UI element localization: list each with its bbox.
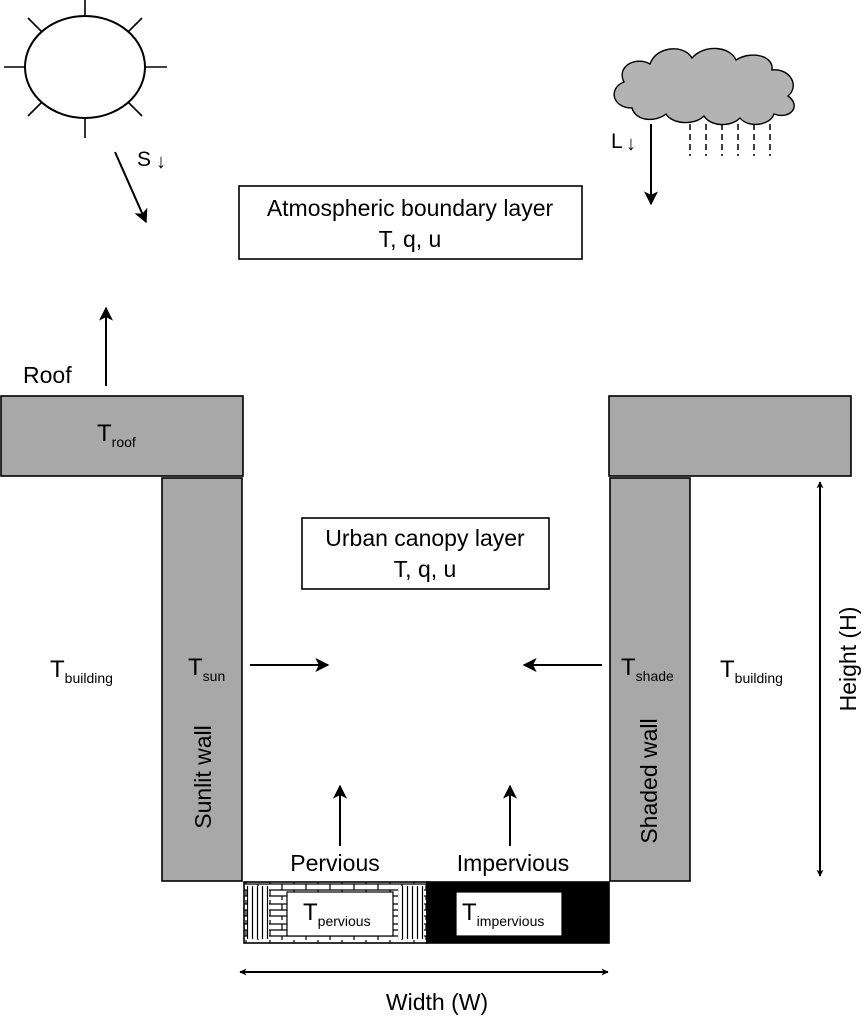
shortwave-arrow bbox=[114, 151, 148, 224]
width-label: Width (W) bbox=[386, 989, 488, 1015]
longwave-down-glyph: ↓ bbox=[626, 133, 636, 155]
pervious-temp-box bbox=[286, 891, 394, 937]
building-temperature-right: Tbuilding bbox=[720, 656, 783, 686]
impervious-temp-box bbox=[455, 891, 563, 937]
roof-temperature: Troof bbox=[97, 420, 136, 450]
left-roof bbox=[0, 395, 244, 477]
height-label: Height (H) bbox=[835, 607, 861, 712]
cloud-icon bbox=[613, 47, 795, 126]
boundary-layer-vars: T, q, u bbox=[379, 226, 442, 252]
canopy-layer-box bbox=[301, 517, 550, 590]
sun-temperature: Tsun bbox=[188, 654, 225, 684]
shortwave-down-glyph: ↓ bbox=[156, 151, 166, 173]
shaded-wall-label: Shaded wall bbox=[636, 718, 662, 843]
canopy-layer-vars: T, q, u bbox=[394, 556, 457, 582]
right-roof bbox=[608, 395, 852, 477]
sunlit-wall-label: Sunlit wall bbox=[190, 725, 216, 829]
pervious-temperature: Tpervious bbox=[303, 899, 371, 929]
boundary-layer-title: Atmospheric boundary layer bbox=[267, 195, 554, 221]
shade-temperature: Tshade bbox=[621, 654, 674, 684]
boundary-layer-box bbox=[238, 185, 583, 260]
right-wall bbox=[609, 477, 691, 882]
shortwave-label: S bbox=[137, 148, 151, 171]
building-temperature-left: Tbuilding bbox=[50, 656, 113, 686]
pervious-label: Pervious bbox=[290, 850, 379, 876]
left-wall bbox=[161, 477, 243, 882]
impervious-temperature: Timpervious bbox=[462, 899, 544, 929]
impervious-label: Impervious bbox=[457, 850, 569, 876]
roof-label: Roof bbox=[23, 362, 72, 388]
sun-icon bbox=[4, 0, 167, 138]
canopy-layer-title: Urban canopy layer bbox=[325, 525, 525, 551]
longwave-label: L bbox=[611, 130, 623, 153]
rain-icon bbox=[689, 124, 771, 156]
